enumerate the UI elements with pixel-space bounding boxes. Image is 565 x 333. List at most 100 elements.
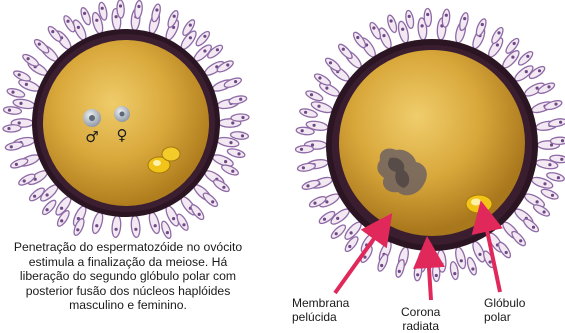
corona-cell	[540, 187, 559, 201]
corona-cell-nucleus	[317, 105, 320, 108]
corona-cell	[544, 99, 563, 111]
corona-cell-nucleus	[211, 200, 214, 203]
corona-cell-nucleus	[155, 8, 158, 11]
corona-cell-nucleus	[401, 28, 404, 31]
left-caption: Penetração do espermatozóide no ovócito …	[0, 240, 256, 313]
corona-cell	[394, 259, 405, 278]
corona-cell	[432, 263, 440, 281]
corona-cell-nucleus	[234, 80, 237, 83]
corona-cell-nucleus	[18, 73, 21, 76]
corona-cell-nucleus	[426, 13, 429, 16]
corona-cell	[147, 211, 161, 234]
corona-cell-nucleus	[189, 24, 192, 27]
corona-cell-nucleus	[182, 223, 185, 226]
corona-cell-nucleus	[38, 43, 41, 46]
corona-cell-nucleus	[408, 15, 411, 18]
corona-cell	[117, 0, 125, 18]
corona-cell-nucleus	[382, 34, 385, 37]
corona-cell-nucleus	[543, 210, 546, 213]
label-globulo-polar: Glóbulo polar	[484, 297, 525, 324]
corona-cell-nucleus	[76, 228, 79, 231]
corona-cell-nucleus	[222, 186, 225, 189]
corona-cell-nucleus	[561, 139, 564, 142]
corona-cell-nucleus	[390, 19, 393, 22]
corona-cell	[295, 145, 313, 153]
corona-cell-nucleus	[551, 194, 554, 197]
corona-cell-nucleus	[18, 121, 21, 124]
corona-cell-nucleus	[313, 202, 316, 205]
corona-cell-nucleus	[335, 232, 338, 235]
corona-cell-nucleus	[189, 36, 192, 39]
corona-cell-nucleus	[560, 158, 563, 161]
corona-cell-nucleus	[173, 15, 176, 18]
corona-cell-nucleus	[95, 19, 98, 22]
corona-cell-nucleus	[115, 228, 118, 231]
corona-cell-nucleus	[25, 83, 28, 86]
corona-cell-nucleus	[513, 42, 516, 45]
corona-cell-nucleus	[8, 109, 11, 112]
corona-cell-nucleus	[154, 224, 157, 227]
corona-cell-nucleus	[453, 272, 456, 275]
caption-line: Penetração do espermatozóide no ovócito	[0, 240, 256, 255]
corona-cell-nucleus	[336, 217, 339, 220]
corona-cell-nucleus	[548, 163, 551, 166]
corona-cell-nucleus	[216, 48, 219, 51]
corona-cell-nucleus	[310, 93, 313, 96]
corona-cell-nucleus	[23, 179, 26, 182]
corona-cell	[91, 211, 105, 234]
corona-cell-nucleus	[325, 200, 328, 203]
corona-cell-nucleus	[134, 228, 137, 231]
corona-cell-nucleus	[304, 111, 307, 114]
corona-cell	[228, 95, 247, 106]
corona-cell-nucleus	[557, 176, 560, 179]
corona-cell	[305, 89, 324, 103]
corona-cell-nucleus	[301, 129, 304, 132]
corona-cell-nucleus	[497, 31, 500, 34]
corona-cell-nucleus	[547, 85, 550, 88]
corona-cell-nucleus	[60, 219, 63, 222]
corona-cell-nucleus	[318, 76, 321, 79]
corona-cell	[386, 14, 398, 33]
corona-cell-nucleus	[511, 56, 514, 59]
caption-line: liberação do segundo glóbulo polar com	[0, 269, 256, 284]
corona-cell-nucleus	[481, 23, 484, 26]
corona-cell	[223, 76, 242, 89]
corona-cell	[337, 42, 355, 60]
label-membrana-pelucida: Membrana pelúcida	[292, 297, 349, 324]
corona-cell	[466, 257, 478, 276]
corona-cell-nucleus	[66, 20, 69, 23]
polar-body-right	[466, 195, 492, 213]
corona-cell-nucleus	[300, 148, 303, 151]
corona-cell-nucleus	[325, 87, 328, 90]
corona-cell-nucleus	[166, 231, 169, 234]
corona-cell-nucleus	[229, 141, 232, 144]
corona-cell-nucleus	[519, 239, 522, 242]
corona-cell-nucleus	[463, 17, 466, 20]
corona-cell-nucleus	[538, 69, 541, 72]
corona-cell-nucleus	[380, 264, 383, 267]
corona-cell-nucleus	[95, 224, 98, 227]
corona-cell-nucleus	[421, 24, 424, 27]
corona-cell-nucleus	[471, 267, 474, 270]
corona-cell-nucleus	[342, 48, 345, 51]
corona-cell-nucleus	[435, 274, 438, 277]
corona-cell-nucleus	[329, 61, 332, 64]
corona-cell-nucleus	[323, 218, 326, 221]
corona-cell-nucleus	[77, 26, 80, 29]
corona-cell-nucleus	[313, 124, 316, 127]
corona-cell	[548, 118, 565, 128]
corona-cell-nucleus	[536, 87, 539, 90]
arrow-membrana-pelucida	[335, 226, 383, 293]
label-line: Glóbulo	[484, 297, 525, 311]
corona-cell	[111, 215, 121, 238]
corona-cell	[17, 172, 36, 187]
corona-cell-nucleus	[198, 213, 201, 216]
corona-cell-nucleus	[496, 43, 499, 46]
corona-cell-nucleus	[302, 166, 305, 169]
right-oocyte	[295, 8, 565, 300]
corona-cell	[231, 114, 249, 122]
label-line: Membrana	[292, 297, 349, 311]
corona-cell-nucleus	[445, 14, 448, 17]
corona-cell	[376, 253, 390, 272]
corona-cell-nucleus	[348, 245, 351, 248]
